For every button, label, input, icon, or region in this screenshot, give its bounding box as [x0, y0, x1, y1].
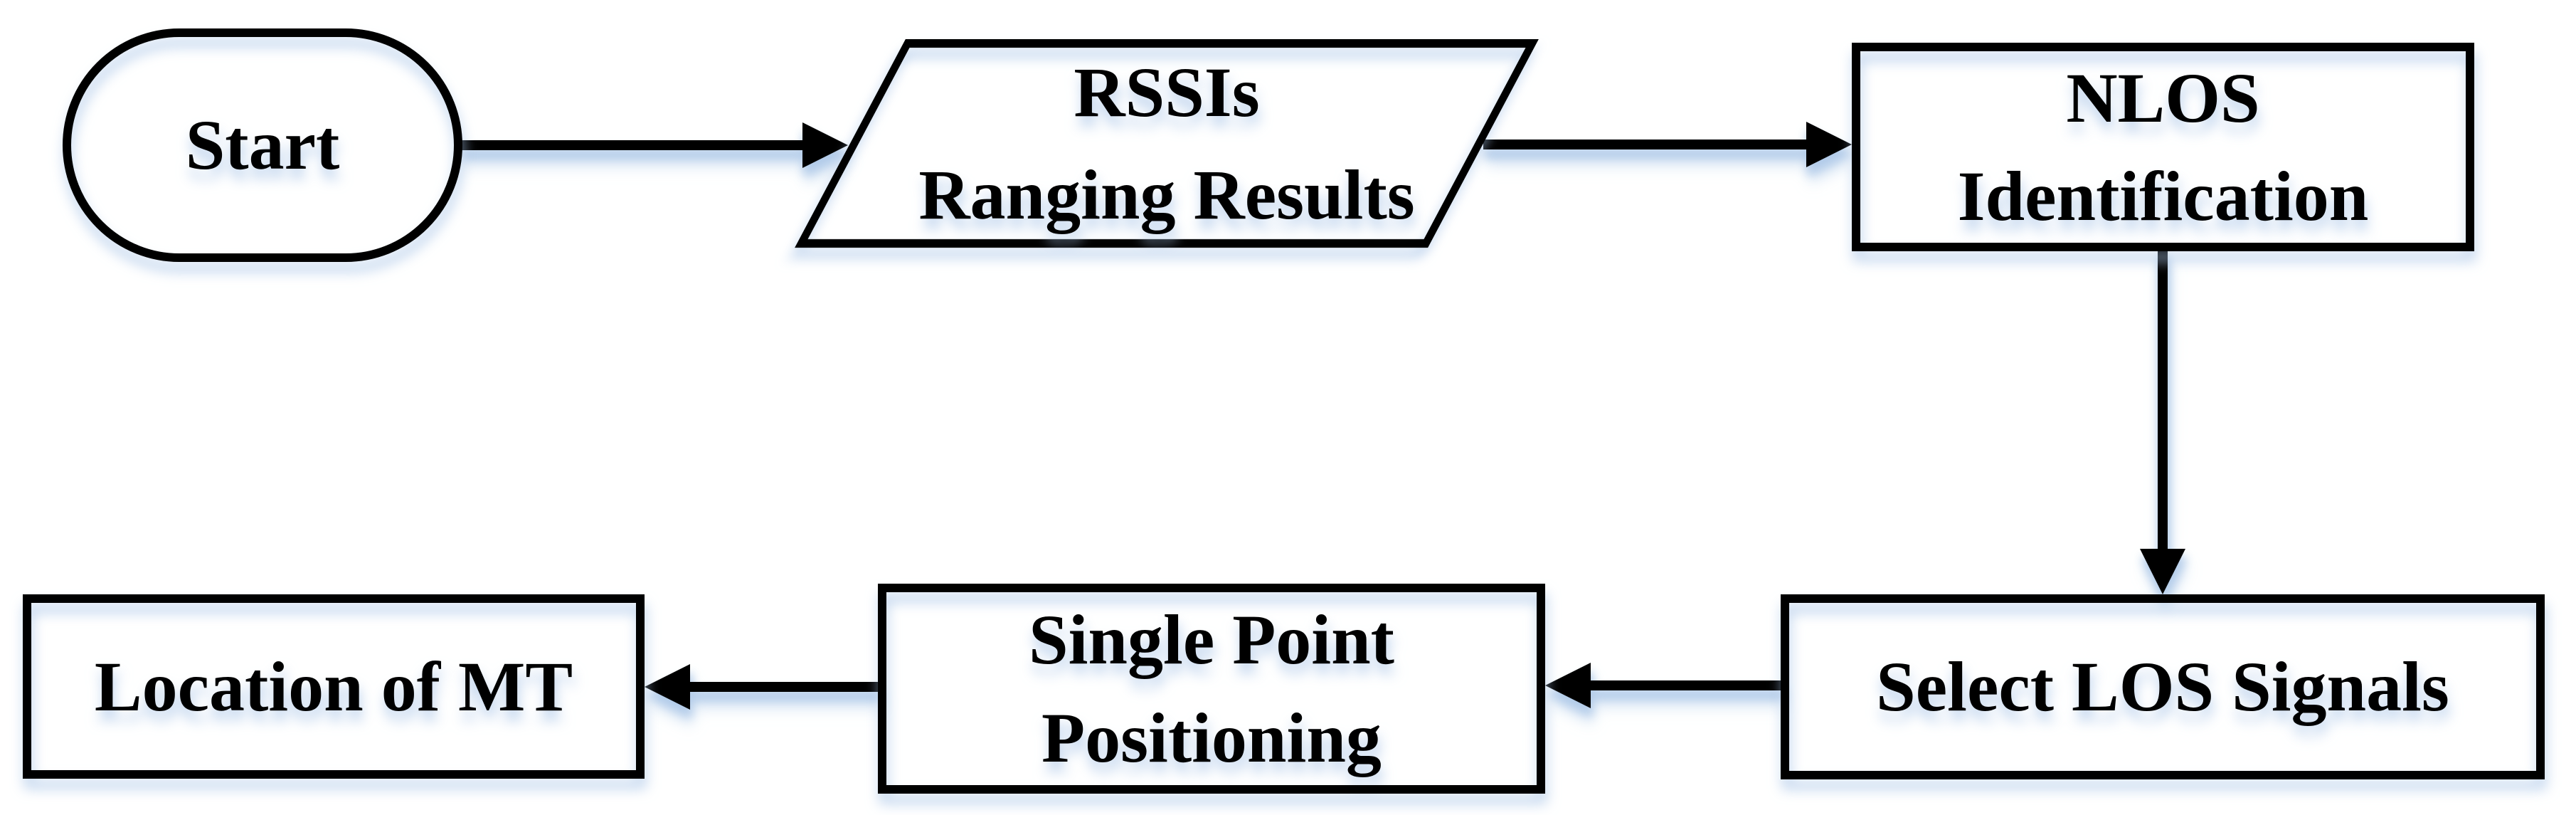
label-line: RSSIs	[1074, 52, 1260, 132]
label-line: Positioning	[1041, 698, 1382, 777]
node-single-point-positioning: Single Point Positioning	[878, 584, 1545, 794]
label-line: Start	[185, 105, 340, 184]
arrow-spp-to-location	[645, 664, 879, 710]
label-line: Location of MT	[94, 646, 573, 726]
node-start-label: Start	[186, 96, 340, 194]
arrow-start-to-rssis	[461, 122, 848, 168]
label-line: Identification	[1957, 156, 2369, 236]
node-select-los-signals: Select LOS Signals	[1781, 594, 2545, 779]
arrow-nlos-to-select	[2140, 250, 2185, 594]
node-nlos-identification: NLOS Identification	[1852, 43, 2474, 251]
arrow-select-to-spp	[1545, 663, 1782, 708]
node-rssis-label: RSSIs Ranging Results	[850, 39, 1483, 248]
label-line: Select LOS Signals	[1876, 647, 2449, 726]
label-line: Ranging Results	[918, 154, 1415, 234]
label-line: NLOS	[2066, 58, 2260, 137]
node-location-label: Location of MT	[95, 638, 573, 736]
node-spp-label: Single Point Positioning	[1029, 591, 1394, 787]
node-nlos-label: NLOS Identification	[1958, 49, 2369, 246]
label-line: Single Point	[1029, 599, 1394, 679]
node-select-label: Select LOS Signals	[1876, 638, 2449, 736]
arrow-rssis-to-nlos	[1483, 122, 1852, 167]
node-location-of-mt: Location of MT	[23, 594, 645, 779]
node-start: Start	[63, 28, 462, 262]
